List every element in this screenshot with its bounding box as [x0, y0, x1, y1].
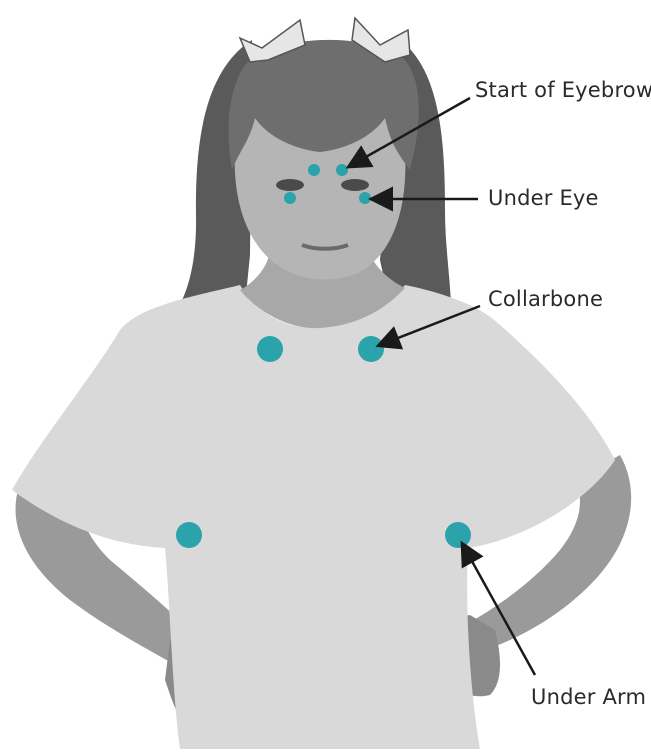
under-arm-point-right — [445, 522, 471, 548]
label-under-arm: Under Arm — [531, 685, 646, 709]
label-collarbone: Collarbone — [488, 287, 603, 311]
label-start-of-eyebrow: Start of Eyebrow — [475, 78, 651, 102]
left-eye — [276, 179, 304, 191]
shirt — [12, 285, 615, 749]
collarbone-point-left — [257, 336, 283, 362]
under-arm-point-left — [176, 522, 202, 548]
under-eye-point-right — [359, 192, 371, 204]
collarbone-point-right — [358, 336, 384, 362]
eyebrow-point-left — [308, 164, 320, 176]
under-eye-point-left — [284, 192, 296, 204]
eyebrow-point-right — [336, 164, 348, 176]
label-under-eye: Under Eye — [488, 186, 599, 210]
right-eye — [341, 179, 369, 191]
